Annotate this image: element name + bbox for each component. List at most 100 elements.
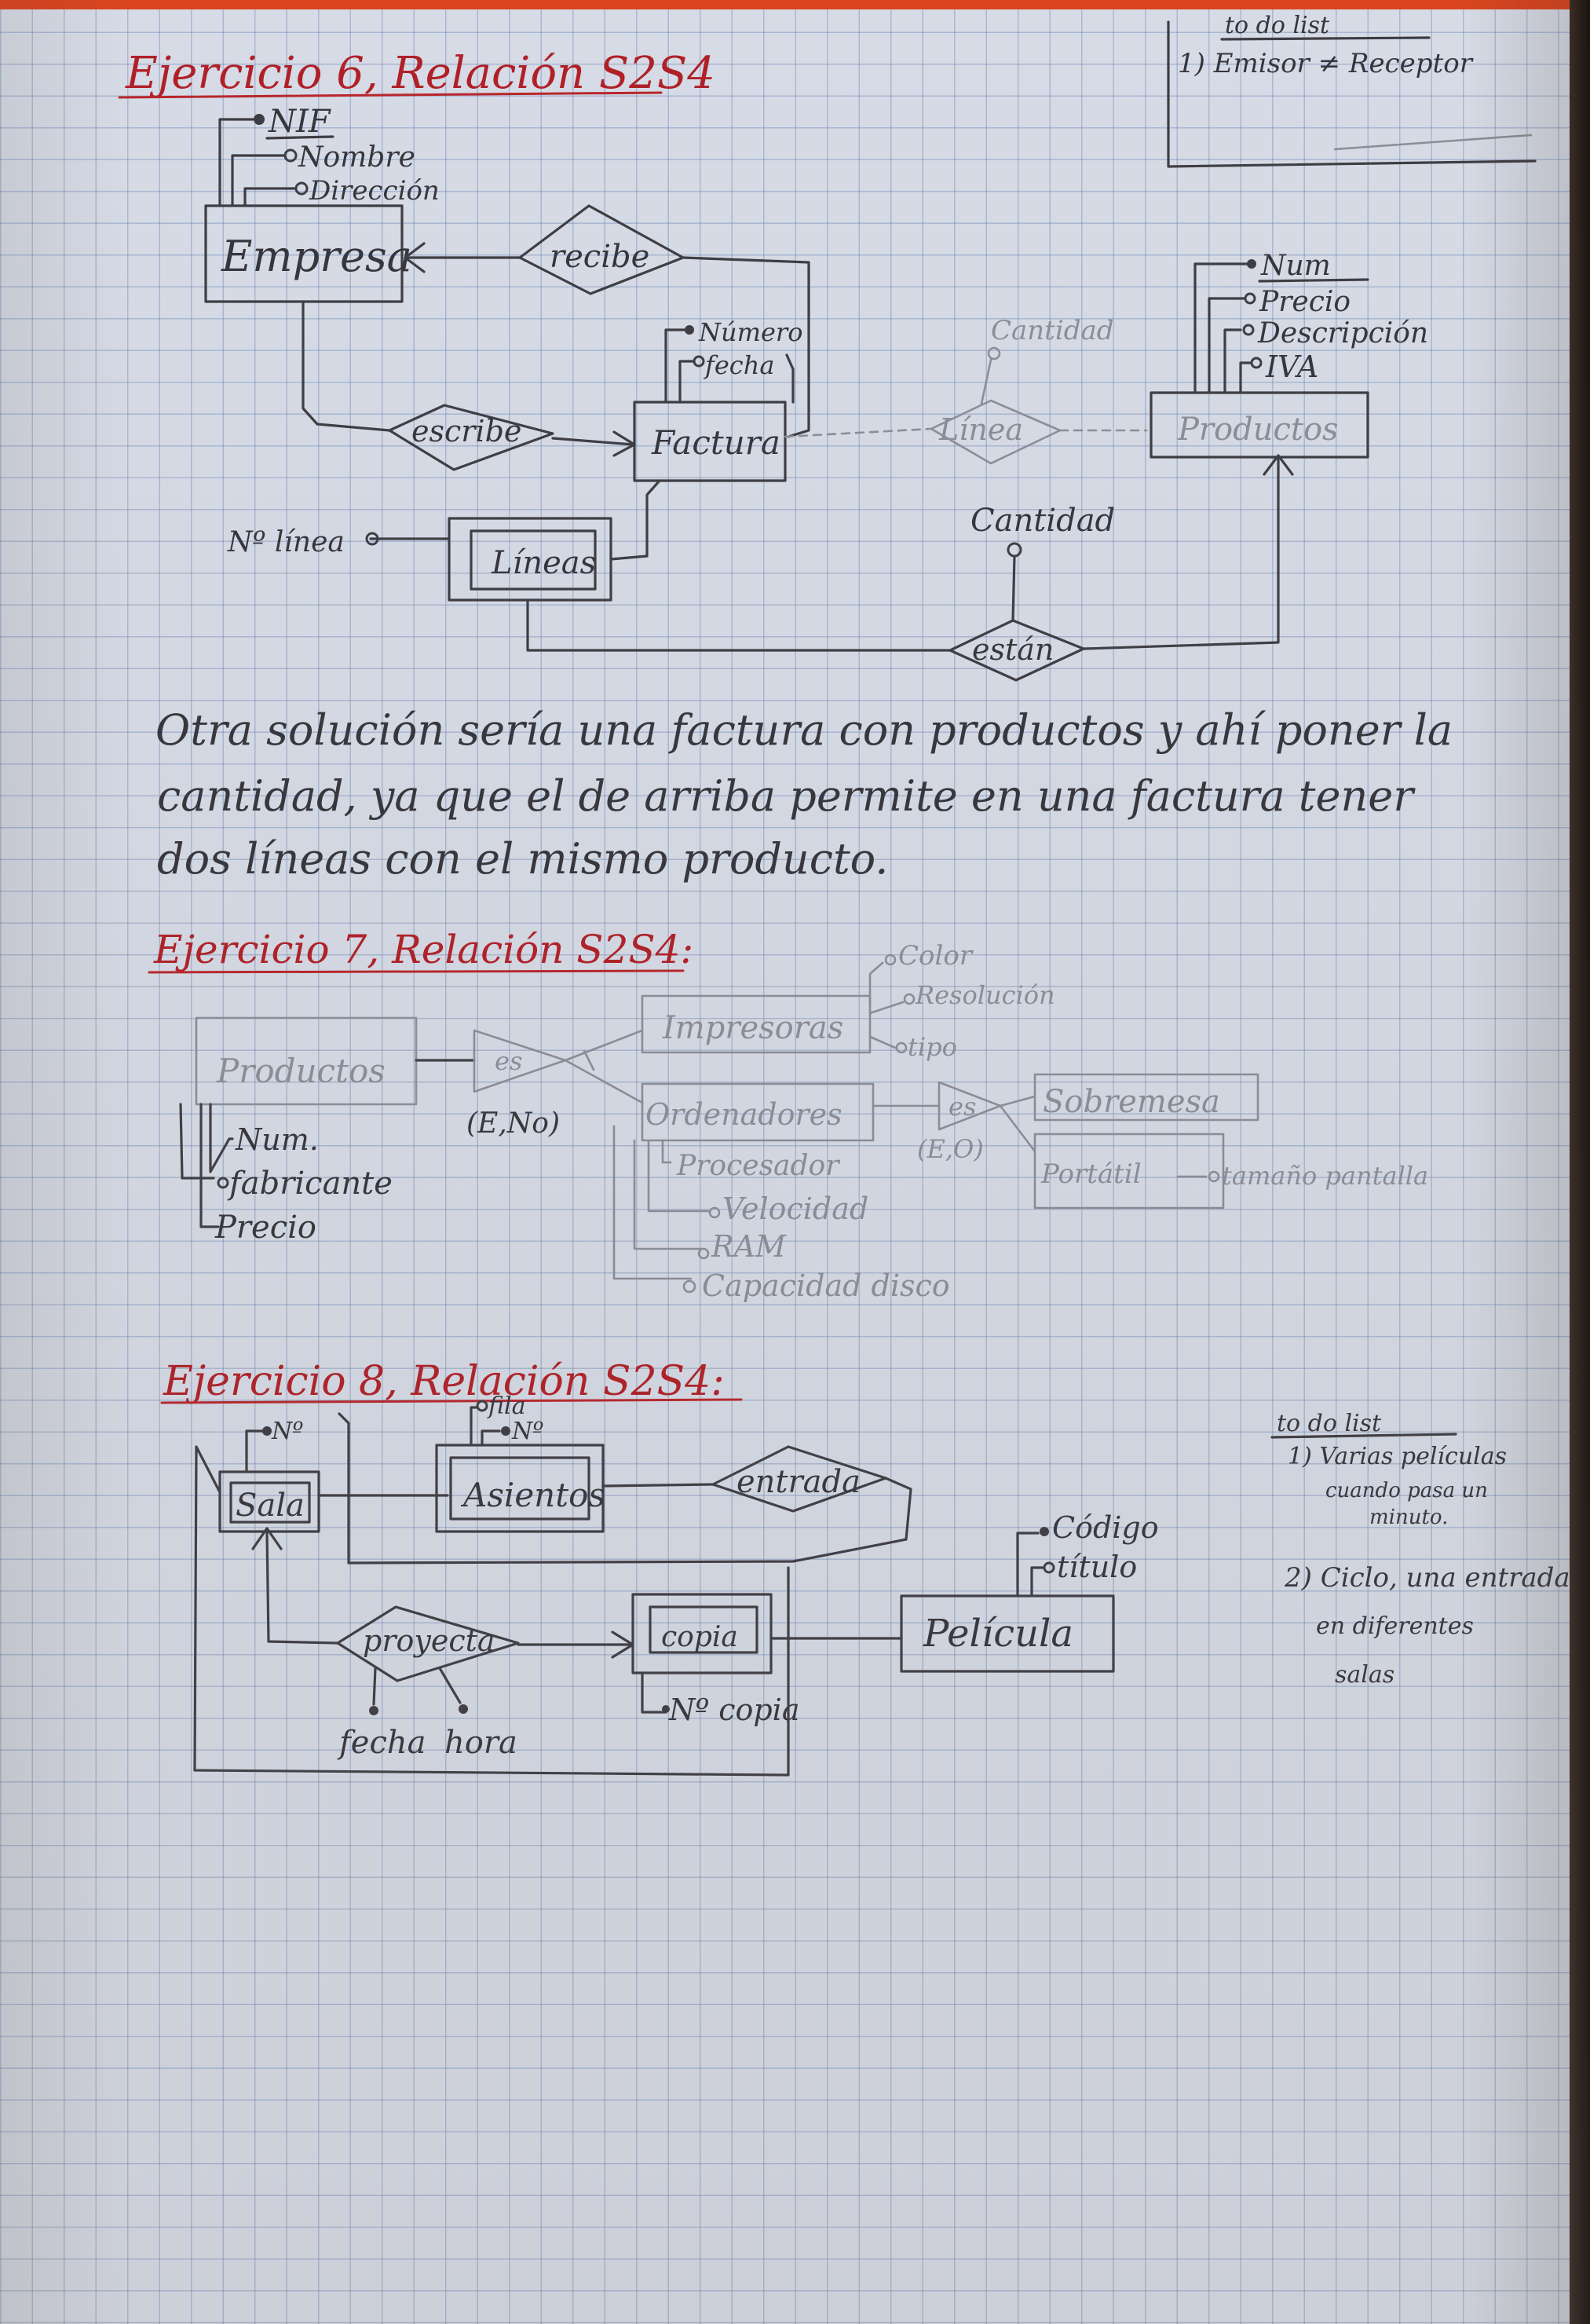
entity-portatil: Portátil tamaño pantalla: [1033, 1133, 1428, 1210]
attr-numero-key-dot: [685, 325, 694, 335]
ej8-todo-1-line-2: cuando pasa un: [1325, 1479, 1488, 1502]
attr-capacidad: Capacidad disco: [702, 1268, 950, 1303]
entity-sala-label: Sala: [236, 1488, 305, 1524]
entity-ordenadores: Ordenadores: [641, 1082, 875, 1142]
ordenadores-attributes: Procesador Velocidad RAM Capacidad disco: [612, 1125, 950, 1303]
rel-recibe: recibe: [404, 204, 810, 438]
ej7-title-underline: [148, 969, 685, 974]
notebook-edge: [1570, 0, 1590, 2324]
attr-ej7-fabricante: fabricante: [227, 1166, 393, 1202]
attr-nlinea: Nº línea: [227, 526, 345, 558]
ej8-todo-title: to do list: [1277, 1410, 1382, 1437]
attr-codigo: Código: [1052, 1510, 1159, 1545]
attr-descripcion-dot: [1242, 324, 1255, 336]
ej8-title: Ejercicio 8, Relación S2S4:: [163, 1358, 725, 1405]
rel-proyecta: proyecta fecha hora: [251, 1527, 634, 1761]
rel-es-1: es (E,No): [415, 1029, 644, 1140]
attr-num: Num: [1260, 250, 1331, 282]
ej6-todo-title: to do list: [1225, 12, 1330, 39]
ej6-todo-item: 1) Emisor ≠ Receptor: [1178, 48, 1474, 79]
attr-ej7-fabricante-dot: [217, 1177, 229, 1189]
ej8-todo: to do list 1) Varias películas cuando pa…: [1270, 1410, 1570, 1689]
attr-nlinea-dot: [365, 532, 379, 546]
entity-lineas-weak: Líneas Nº línea: [227, 479, 661, 602]
entity-sobremesa: Sobremesa: [1033, 1073, 1259, 1122]
attr-color-dot: [884, 953, 897, 966]
rel-escribe: escribe: [302, 300, 636, 471]
attr-ncopia: Nº copia: [668, 1693, 800, 1727]
entity-portatil-label: Portátil: [1040, 1158, 1142, 1190]
entity-ordenadores-label: Ordenadores: [645, 1097, 843, 1132]
entity-factura-label: Factura: [651, 423, 780, 462]
attr-linea-cantidad-dot: [987, 346, 1001, 360]
empresa-attributes: NIF Nombre Dirección: [218, 104, 440, 207]
attr-velocidad-dot: [708, 1206, 721, 1219]
attr-estan-cantidad: Cantidad: [970, 503, 1115, 539]
productos-ej7-attributes: Num. fabricante Precio: [179, 1103, 393, 1246]
attr-nombre-dot: [283, 148, 298, 163]
rel-entrada-label: entrada: [737, 1464, 861, 1500]
attr-tamano-dot: [1208, 1170, 1220, 1183]
attr-iva-dot: [1250, 357, 1263, 369]
rel-entrada: entrada: [338, 1412, 912, 1565]
entity-sobremesa-label: Sobremesa: [1043, 1084, 1220, 1120]
entity-productos-ej6-label: Productos: [1177, 412, 1339, 448]
attr-numero: Número: [698, 317, 802, 347]
entity-impresoras: Impresoras: [641, 994, 872, 1054]
attr-capacidad-dot: [682, 1279, 696, 1294]
entity-pelicula: Película Código título: [900, 1510, 1159, 1673]
attr-tipo: tipo: [908, 1032, 957, 1062]
ej7-section: Ejercicio 7, Relación S2S4: Productos Nu…: [148, 927, 1428, 1303]
entity-copia-weak: copia Nº copia: [631, 1593, 901, 1727]
page-top-edge: [0, 0, 1590, 9]
ej6-note-line-2: cantidad, ya que el de arriba permite en…: [157, 771, 1416, 821]
entity-productos-ej6: Productos: [1150, 391, 1369, 459]
ej7-title: Ejercicio 7, Relación S2S4:: [153, 927, 693, 972]
ej6-todo-box: to do list 1) Emisor ≠ Receptor: [1167, 12, 1537, 168]
productos-ej6-attributes: Num Precio Descripción IVA: [1193, 250, 1428, 394]
rel-es-1-card: (E,No): [466, 1107, 560, 1140]
attr-nombre: Nombre: [298, 141, 415, 174]
factura-attributes: Número fecha: [664, 317, 802, 404]
entity-productos-ej7-label: Productos: [216, 1052, 386, 1090]
rel-es-1-label: es: [495, 1046, 522, 1076]
attr-iva: IVA: [1265, 350, 1318, 384]
rel-proyecta-label: proyecta: [363, 1623, 495, 1658]
entity-lineas-label: Líneas: [491, 545, 596, 581]
entity-copia-label: copia: [661, 1621, 738, 1653]
ej6-section: Ejercicio 6, Relación S2S4 to do list 1)…: [118, 12, 1537, 884]
rel-linea: Línea Cantidad: [784, 315, 1148, 465]
entity-productos-ej7: Productos: [195, 1016, 418, 1106]
attr-asiento-num-key-dot: [501, 1426, 510, 1436]
attr-codigo-key-dot: [1040, 1527, 1049, 1536]
attr-procesador: Procesador: [676, 1150, 840, 1182]
entity-pelicula-label: Película: [923, 1612, 1073, 1656]
rel-estan: están Cantidad: [526, 454, 1294, 682]
attr-ram: RAM: [711, 1229, 787, 1264]
ej8-title-underline: [160, 1398, 743, 1404]
entity-empresa: Empresa: [204, 204, 412, 303]
entity-sala: Sala Nº: [218, 1418, 449, 1533]
attr-estan-cantidad-dot: [1007, 542, 1022, 558]
attr-velocidad: Velocidad: [722, 1191, 868, 1226]
rel-escribe-label: escribe: [411, 414, 521, 448]
attr-direccion: Dirección: [309, 175, 440, 207]
entity-empresa-label: Empresa: [221, 232, 412, 281]
ej8-todo-2-line-3: salas: [1335, 1661, 1394, 1689]
attr-direccion-dot: [294, 181, 309, 196]
entity-asientos-weak: Asientos fila Nº: [435, 1393, 605, 1533]
attr-fila-dot: [476, 1400, 488, 1412]
ej8-section: Ejercicio 8, Relación S2S4: Sala Nº Asie…: [160, 1358, 1570, 1777]
impresoras-attributes: Color Resolución tipo: [868, 940, 1055, 1062]
attr-sala-num: Nº: [271, 1418, 303, 1445]
attr-nif-key-dot: [254, 114, 265, 125]
attr-proy-fecha: fecha: [337, 1725, 426, 1761]
attr-tamano-pantalla: tamaño pantalla: [1222, 1161, 1428, 1191]
entity-impresoras-label: Impresoras: [662, 1010, 843, 1046]
cycle-connector: [193, 1445, 790, 1777]
attr-titulo-dot: [1043, 1561, 1055, 1574]
ej8-todo-1-line-1: 1) Varias películas: [1288, 1443, 1507, 1470]
attr-asiento-num: Nº: [511, 1418, 543, 1445]
rel-linea-label: Línea: [938, 412, 1023, 447]
